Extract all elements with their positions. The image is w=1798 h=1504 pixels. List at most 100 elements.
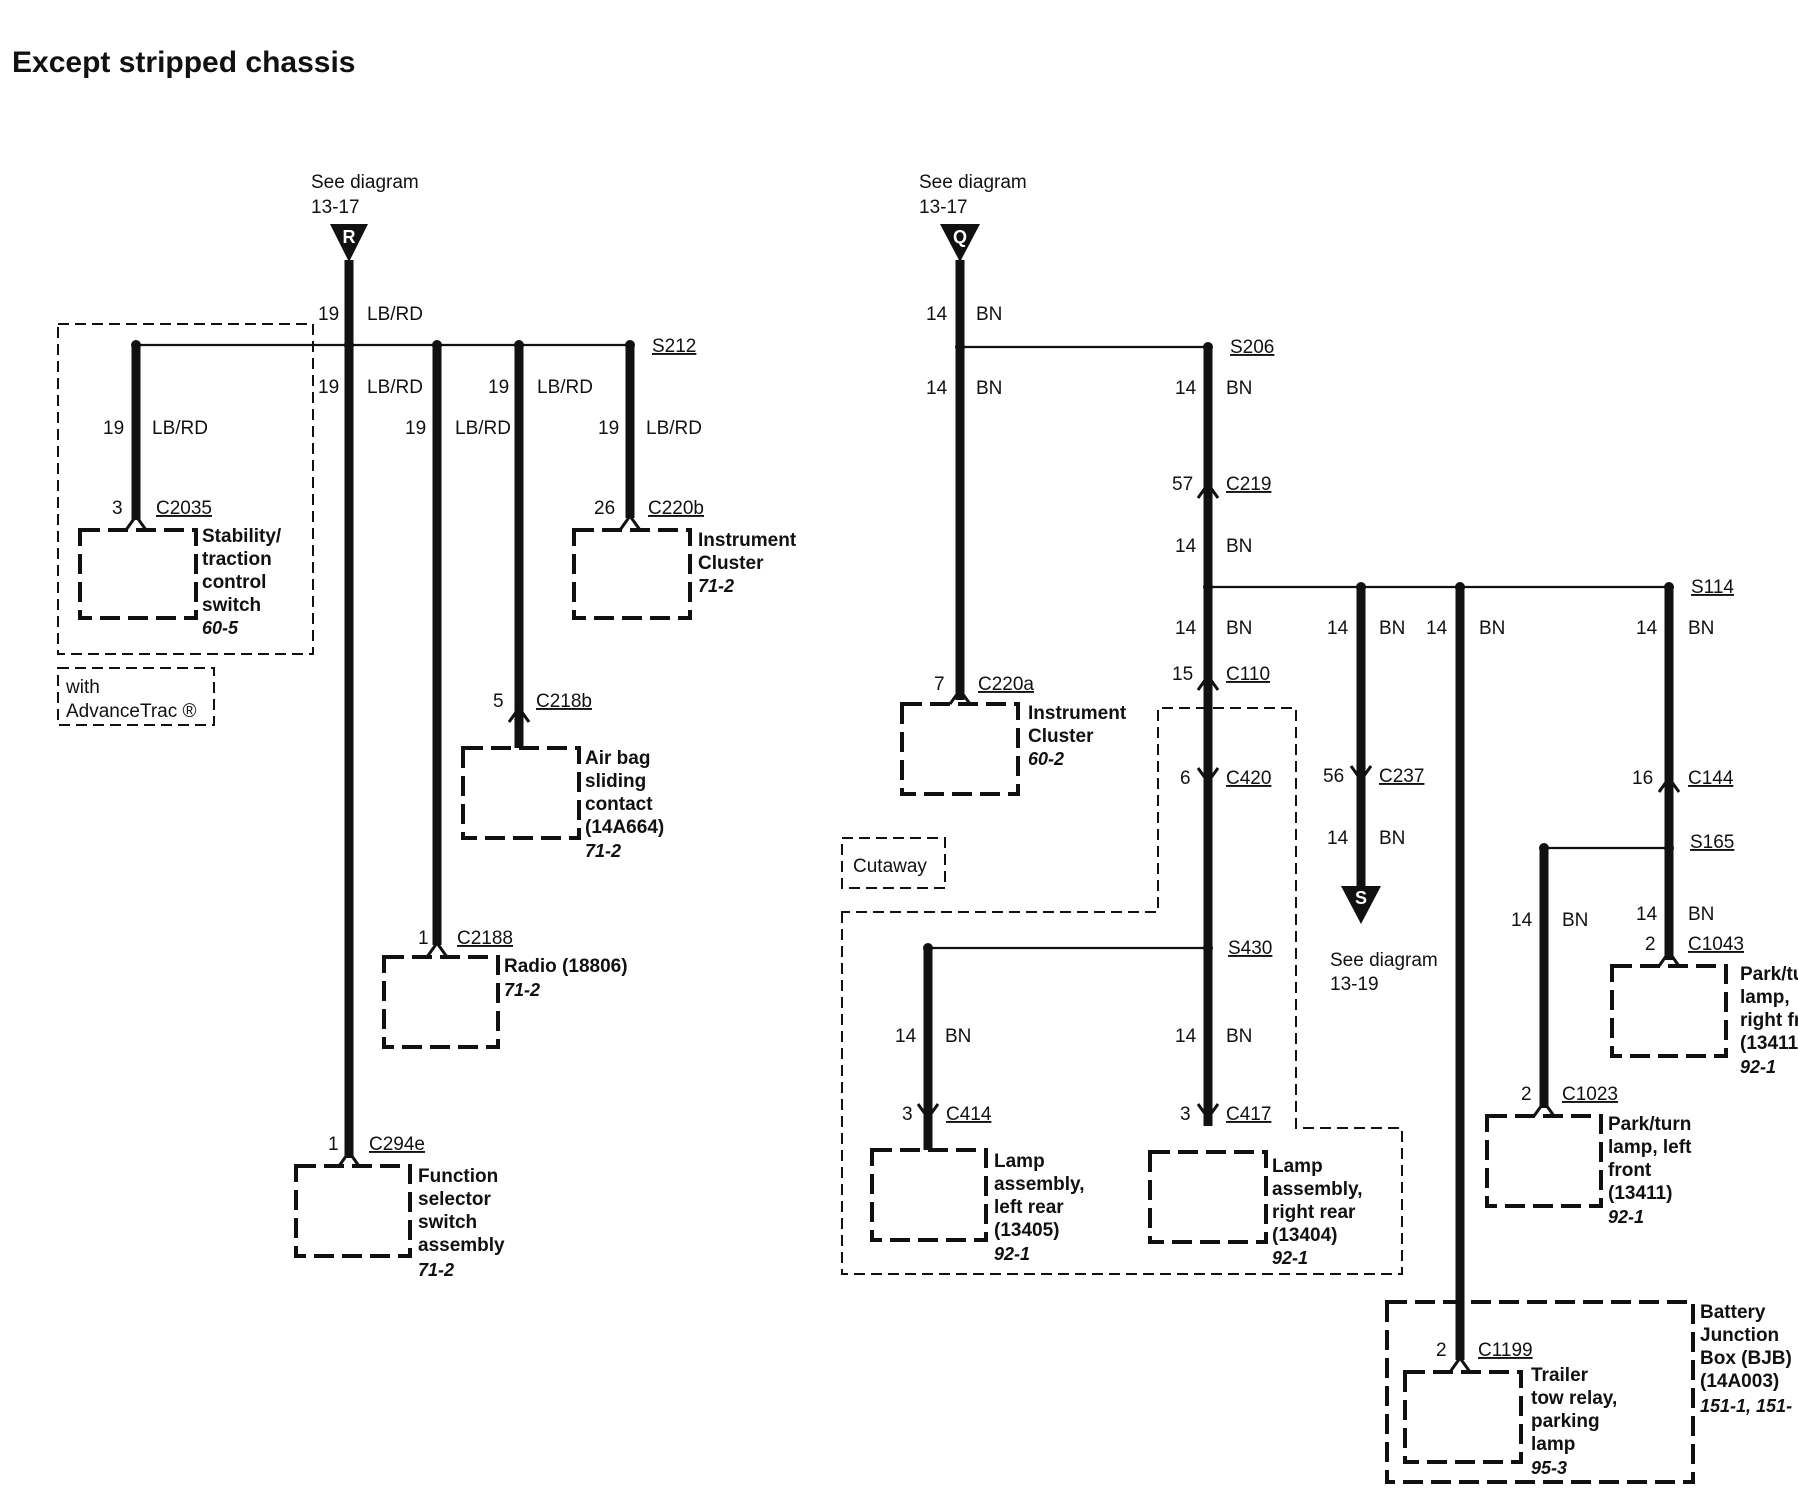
function-selector-l4: assembly — [418, 1235, 505, 1256]
wire-r-color-1: LB/RD — [367, 304, 423, 325]
connector-c237: C237 — [1379, 766, 1424, 787]
stability-switch-box — [78, 528, 198, 620]
splice-s165: S165 — [1690, 832, 1734, 853]
function-selector-l3: switch — [418, 1212, 477, 1233]
bjb-l3: Box (BJB) — [1700, 1348, 1792, 1369]
bjb-box — [1385, 1300, 1695, 1484]
function-selector-box — [294, 1164, 412, 1258]
connector-c237-icon — [1349, 765, 1373, 783]
wire-cluster-b-color: LB/RD — [646, 418, 702, 439]
park-left-front-box — [1485, 1114, 1603, 1208]
trailer-relay-ref: 95-3 — [1531, 1458, 1567, 1478]
wire-airbag-color: LB/RD — [537, 377, 593, 398]
lamp-left-rear-l2: assembly, — [994, 1174, 1084, 1195]
pin-c2035: 3 — [112, 498, 123, 519]
splice-s206: S206 — [1230, 337, 1274, 358]
connector-c414-icon — [916, 1103, 940, 1121]
pin-c294e: 1 — [328, 1134, 339, 1155]
wire-c1043-circuit: 14 — [1636, 904, 1658, 925]
connector-c1043-icon — [1657, 949, 1681, 967]
wire-radio-color: LB/RD — [455, 418, 511, 439]
pin-c219: 57 — [1172, 474, 1193, 495]
connector-c414: C414 — [946, 1104, 992, 1125]
ref-s-page: 13-19 — [1330, 974, 1379, 995]
wire-cluster-b-circuit: 19 — [598, 418, 619, 439]
ref-r-marker-icon — [330, 224, 368, 262]
airbag-box — [461, 746, 581, 840]
with-advancetrac-l1: with — [65, 677, 100, 698]
bjb-l1: Battery — [1700, 1302, 1766, 1323]
pin-c420: 6 — [1180, 768, 1191, 789]
ref-q-letter: Q — [953, 227, 967, 247]
splice-s212: S212 — [652, 336, 696, 357]
connector-c1023-icon — [1532, 1099, 1556, 1117]
connector-c417-icon — [1196, 1103, 1220, 1121]
wire-r-circuit-2: 19 — [318, 377, 339, 398]
connector-c2035-icon — [124, 513, 148, 531]
park-right-front-l2: lamp, — [1740, 987, 1790, 1008]
cluster-b-l1: Instrument — [698, 530, 797, 551]
lamp-right-rear-l3: right rear — [1272, 1202, 1356, 1223]
with-advancetrac-box — [57, 667, 215, 726]
park-right-front-l3: right fr — [1740, 1010, 1798, 1031]
splice-node — [1203, 582, 1213, 592]
wire-r-circuit-1: 19 — [318, 304, 339, 325]
radio-ref: 71-2 — [504, 980, 540, 1000]
wire-c144-circuit: 14 — [1636, 618, 1658, 639]
connector-c110: C110 — [1226, 664, 1270, 685]
cutaway-box — [841, 837, 946, 889]
ref-r-page: 13-17 — [311, 197, 360, 218]
connector-c144: C144 — [1688, 768, 1734, 789]
connector-c218b: C218b — [536, 691, 592, 712]
stability-l2: traction — [202, 549, 272, 570]
function-selector-l2: selector — [418, 1189, 491, 1210]
splice-node — [1203, 943, 1213, 953]
wire-c237-color-2: BN — [1379, 828, 1405, 849]
lamp-right-rear-l2: assembly, — [1272, 1179, 1362, 1200]
ref-s-label: See diagram — [1330, 950, 1438, 971]
splice-node — [955, 342, 965, 352]
connector-c110-icon — [1196, 673, 1220, 691]
ref-r-letter: R — [343, 227, 356, 247]
wire-radio-circuit: 19 — [405, 418, 426, 439]
connector-c220b: C220b — [648, 498, 704, 519]
wire-q-color-1: BN — [976, 304, 1002, 325]
stability-ref: 60-5 — [202, 618, 239, 638]
lamp-right-rear-ref: 92-1 — [1272, 1248, 1308, 1268]
bjb-l2: Junction — [1700, 1325, 1779, 1346]
ref-s-letter: S — [1355, 888, 1367, 908]
wire-c237-circuit-1: 14 — [1327, 618, 1349, 639]
cluster-b-l2: Cluster — [698, 553, 764, 574]
ref-q-marker-icon — [940, 224, 980, 262]
stability-l1: Stability/ — [202, 526, 282, 547]
connector-c220a: C220a — [978, 674, 1034, 695]
airbag-l4: (14A664) — [585, 817, 664, 838]
connector-c2035: C2035 — [156, 498, 212, 519]
cluster-a-box — [900, 702, 1020, 796]
wire-r-color-2: LB/RD — [367, 377, 423, 398]
park-left-front-l3: front — [1608, 1160, 1652, 1181]
park-right-front-l1: Park/tu — [1740, 964, 1798, 985]
splice-node — [1664, 843, 1674, 853]
cluster-b-box — [572, 528, 692, 620]
wire-c1023-color: BN — [1562, 910, 1588, 931]
lamp-right-rear-l1: Lamp — [1272, 1156, 1323, 1177]
pin-c1043: 2 — [1645, 934, 1656, 955]
wire-lamp-left-rear-color: BN — [945, 1026, 971, 1047]
wire-stability-color: LB/RD — [152, 418, 208, 439]
connector-c218b-icon — [507, 705, 531, 723]
pin-c144: 16 — [1632, 768, 1653, 789]
cluster-a-l1: Instrument — [1028, 703, 1127, 724]
park-right-front-l4: (13411 — [1740, 1033, 1798, 1054]
pin-c220a: 7 — [934, 674, 945, 695]
connector-c420: C420 — [1226, 768, 1271, 789]
bjb-ref: 151-1, 151- — [1700, 1396, 1792, 1416]
wire-lamp-left-rear-circuit: 14 — [895, 1026, 917, 1047]
cutaway-option-region — [841, 707, 1403, 1275]
connector-c2188: C2188 — [457, 928, 513, 949]
trailer-relay-l4: lamp — [1531, 1434, 1575, 1455]
radio-l1: Radio (18806) — [504, 956, 628, 977]
wire-c237-circuit-2: 14 — [1327, 828, 1349, 849]
pin-c237: 56 — [1323, 766, 1344, 787]
connector-c294e-icon — [337, 1149, 361, 1167]
